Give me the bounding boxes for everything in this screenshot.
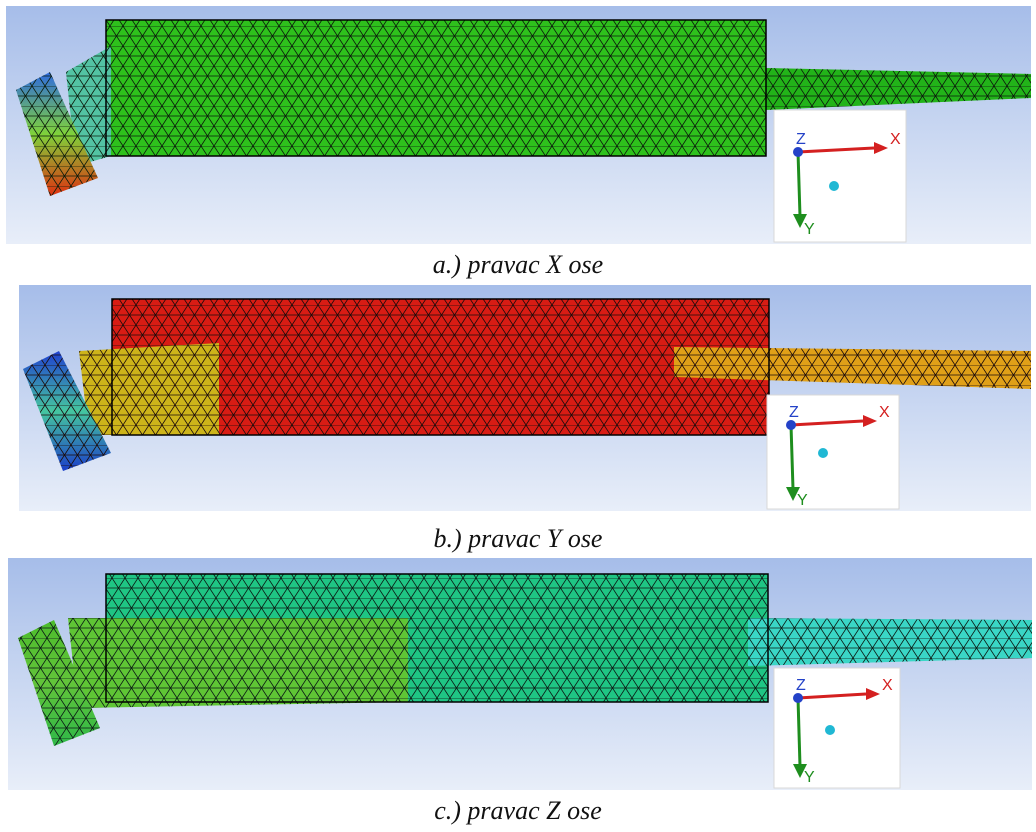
mesh-render-y: Z X Y: [19, 285, 1031, 511]
panel-y-direction: Z X Y: [19, 285, 1031, 511]
axis-triad: Z X Y: [766, 394, 900, 510]
triad-z-label: Z: [796, 677, 806, 694]
caption-c: c.) pravac Z ose: [434, 796, 602, 825]
triad-z-label: Z: [789, 404, 799, 421]
triad-z-label: Z: [796, 131, 806, 148]
mesh-render-z: Z X Y: [8, 558, 1032, 790]
mesh-body: [18, 573, 1032, 746]
mesh-body: [16, 19, 1031, 196]
panel-x-direction: Z X Y: [6, 6, 1031, 244]
triad-x-label: X: [882, 677, 893, 694]
axis-triad: Z X Y: [773, 667, 901, 789]
triad-y-label: Y: [804, 769, 815, 786]
triad-y-label: Y: [804, 221, 815, 238]
panel-z-direction: Z X Y: [8, 558, 1032, 790]
mesh-render-x: Z X Y: [6, 6, 1031, 244]
axis-triad: Z X Y: [773, 109, 907, 243]
triad-x-label: X: [890, 131, 901, 148]
triad-y-label: Y: [797, 492, 808, 509]
mesh-body: [23, 298, 1031, 471]
caption-b: b.) pravac Y ose: [433, 524, 603, 553]
caption-a: a.) pravac X ose: [432, 250, 604, 279]
triad-x-label: X: [879, 404, 890, 421]
